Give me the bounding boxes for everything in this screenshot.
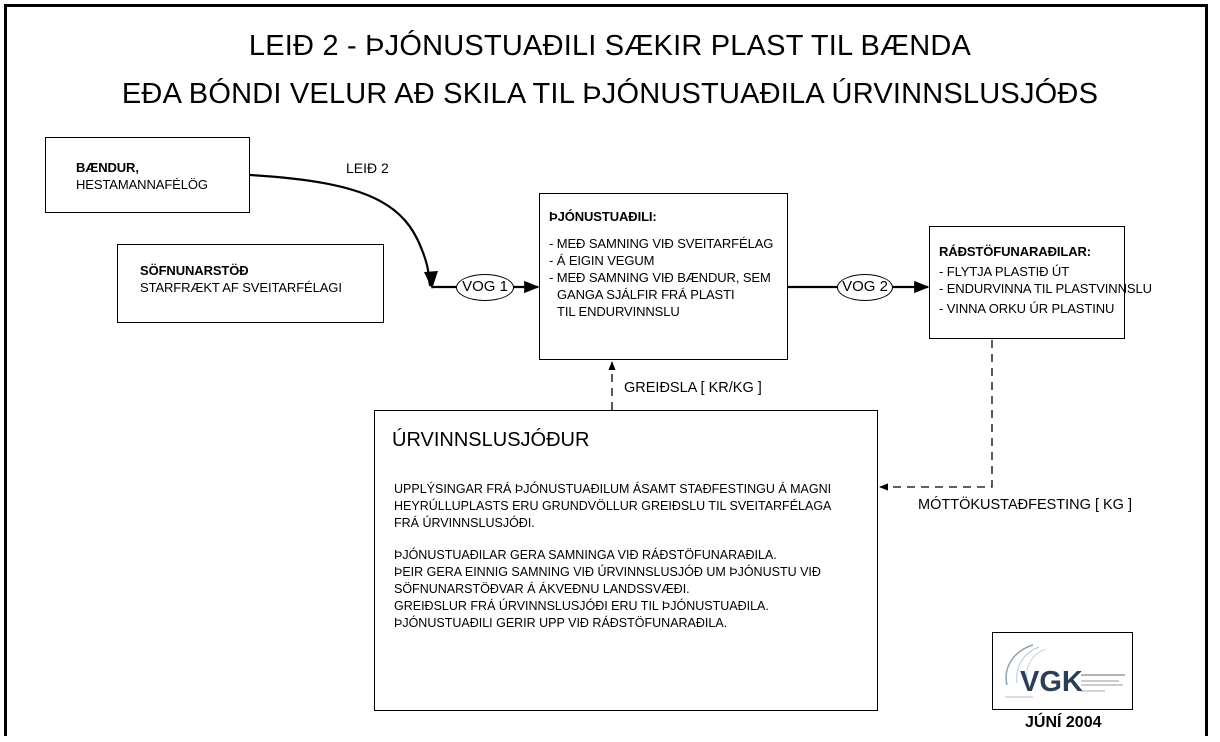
- urvinnslusjodur-p2-line-1: ÞJÓNUSTUAÐILAR GERA SAMNINGA VIÐ RÁÐSTÖF…: [394, 548, 777, 562]
- greidsla-label: GREIÐSLA [ KR/KG ]: [624, 380, 762, 396]
- thjonustuadili-line-3: - MEÐ SAMNING VIÐ BÆNDUR, SEM: [549, 270, 771, 285]
- thjonustuadili-line-5: TIL ENDURVINNSLU: [557, 304, 680, 319]
- urvinnslusjodur-p1-line-3: FRÁ ÚRVINNSLUSJÓÐI.: [394, 516, 535, 530]
- radstofunaradilar-line-2: - ENDURVINNA TIL PLASTVINNSLU: [939, 281, 1152, 296]
- urvinnslusjodur-p2-line-4: GREIÐSLUR FRÁ ÚRVINNSLUSJÓÐI ERU TIL ÞJÓ…: [394, 599, 769, 613]
- sofnunarstod-line: STARFRÆKT AF SVEITARFÉLAGI: [140, 280, 342, 295]
- urvinnslusjodur-p1-line-1: UPPLÝSINGAR FRÁ ÞJÓNUSTUAÐILUM ÁSAMT STA…: [394, 482, 832, 496]
- vog2-node: VOG 2: [837, 274, 893, 301]
- vog1-node: VOG 1: [456, 274, 514, 301]
- radstofunaradilar-line-1: - FLYTJA PLASTIÐ ÚT: [939, 264, 1070, 279]
- mottoku-label: MÓTTÖKUSTAÐFESTING [ KG ]: [918, 497, 1133, 513]
- title-line-1: LEIÐ 2 - ÞJÓNUSTUAÐILI SÆKIR PLAST TIL B…: [248, 30, 972, 62]
- sofnunarstod-heading: SÖFNUNARSTÖÐ: [140, 263, 249, 278]
- thjonustuadili-line-4: GANGA SJÁLFIR FRÁ PLASTI: [557, 287, 735, 302]
- urvinnslusjodur-p1-line-2: HEYRÚLLUPLASTS ERU GRUNDVÖLLUR GREIÐSLU …: [394, 499, 832, 513]
- title-line-2: EÐA BÓNDI VELUR AÐ SKILA TIL ÞJÓNUSTUAÐI…: [121, 78, 1099, 110]
- radstofunaradilar-box: RÁÐSTÖFUNARAÐILAR: - FLYTJA PLASTIÐ ÚT -…: [929, 226, 1152, 339]
- urvinnslusjodur-p2-line-2: ÞEIR GERA EINNIG SAMNING VIÐ ÚRVINNSLUSJ…: [394, 565, 821, 579]
- drawing-frame: [4, 4, 1208, 736]
- baendur-box: BÆNDUR, HESTAMANNAFÉLÖG: [45, 137, 250, 213]
- urvinnslusjodur-box: ÚRVINNSLUSJÓÐUR UPPLÝSINGAR FRÁ ÞJÓNUSTU…: [374, 410, 878, 711]
- date-label: JÚNÍ 2004: [1025, 714, 1102, 731]
- baendur-heading: BÆNDUR,: [76, 160, 139, 175]
- urvinnslusjodur-heading: ÚRVINNSLUSJÓÐUR: [392, 429, 590, 451]
- thjonustuadili-line-1: - MEÐ SAMNING VIÐ SVEITARFÉLAG: [549, 236, 774, 251]
- baendur-line: HESTAMANNAFÉLÖG: [76, 177, 208, 192]
- logo-text: VGK: [1020, 666, 1083, 698]
- urvinnslusjodur-p2-line-3: SÖFNUNARSTÖÐVAR Á ÁKVEÐNU LANDSSVÆÐI.: [394, 582, 690, 596]
- logo-box: VGK: [992, 632, 1133, 710]
- leid2-arrowhead: [424, 271, 438, 289]
- logo-graphic: [1005, 644, 1125, 698]
- urvinnslusjodur-p2-line-5: ÞJÓNUSTUAÐILI GERIR UPP VIÐ RÁÐSTÖFUNARA…: [394, 616, 728, 630]
- sofnunarstod-box: SÖFNUNARSTÖÐ STARFRÆKT AF SVEITARFÉLAGI: [117, 244, 384, 323]
- radstofunaradilar-heading: RÁÐSTÖFUNARAÐILAR:: [939, 244, 1092, 259]
- leid2-label: LEIÐ 2: [346, 160, 389, 176]
- thjonustuadili-heading: ÞJÓNUSTUAÐILI:: [549, 209, 657, 224]
- thjonustuadili-box: ÞJÓNUSTUAÐILI: - MEÐ SAMNING VIÐ SVEITAR…: [539, 193, 788, 360]
- thjonustuadili-line-2: - Á EIGIN VEGUM: [549, 253, 655, 268]
- mottoku-dashed-path: [879, 340, 993, 491]
- radstofunaradilar-line-3: - VINNA ORKU ÚR PLASTINU: [939, 301, 1115, 316]
